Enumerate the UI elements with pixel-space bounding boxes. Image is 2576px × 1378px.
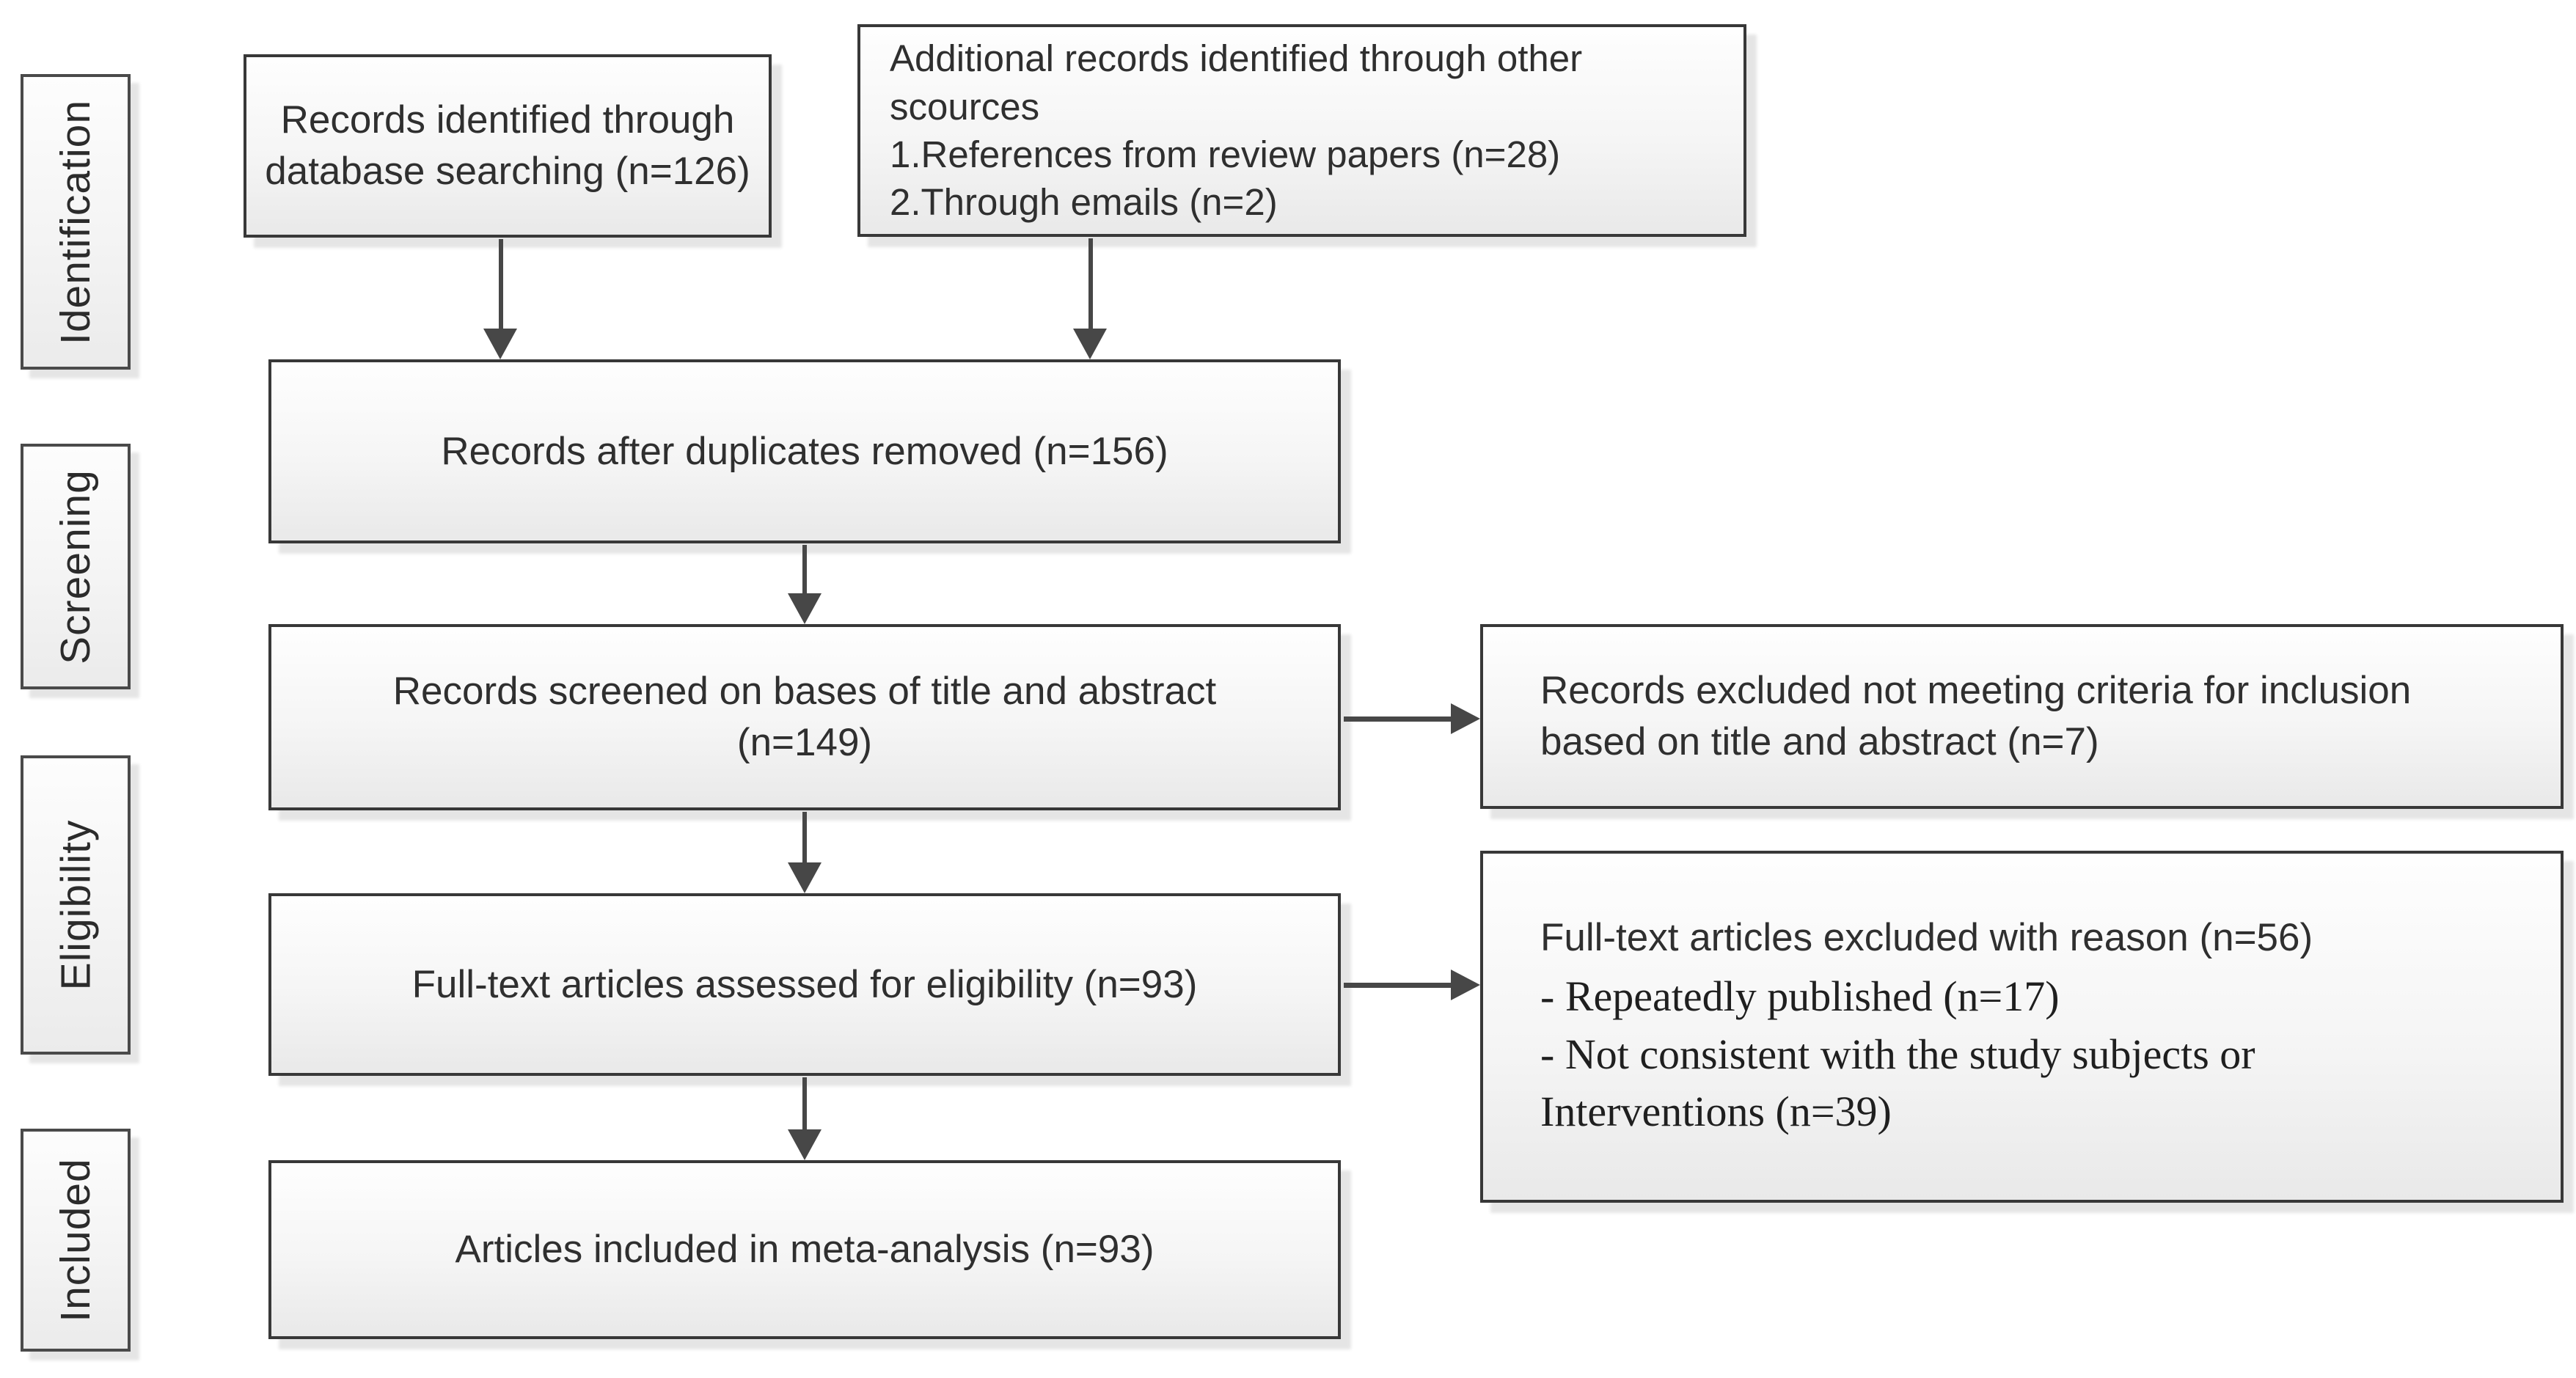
connector-additional-to-duplicates-arrowhead-icon (1073, 329, 1107, 359)
box-additional-records-line2: 1.References from review papers (n=28) (890, 133, 1561, 175)
box-articles-included: Articles included in meta-analysis (n=93… (268, 1160, 1341, 1339)
box-duplicates-removed: Records after duplicates removed (n=156) (268, 359, 1341, 543)
stage-label-identification-text: Identification (52, 99, 100, 345)
box-records-excluded-line1: Records excluded not meeting criteria fo… (1540, 669, 2412, 713)
box-fulltext-excluded-heading: Full-text articles excluded with reason … (1540, 915, 2313, 959)
stage-label-identification: Identification (21, 74, 131, 370)
connector-screened-to-fulltext-arrowhead-icon (788, 862, 822, 893)
box-records-screened-line1: Records screened on bases of title and a… (392, 670, 1217, 714)
box-records-identified-line2: database searching (n=126) (265, 150, 750, 193)
connector-duplicates-to-screened-line (802, 545, 807, 596)
box-records-identified-line1: Records identified through (280, 98, 735, 142)
box-additional-records: Additional records identified through ot… (857, 24, 1746, 237)
connector-fulltext-to-included-line (802, 1077, 807, 1130)
box-articles-included-line1: Articles included in meta-analysis (n=93… (455, 1228, 1155, 1272)
box-records-screened: Records screened on bases of title and a… (268, 624, 1341, 810)
connector-fulltext-to-included-arrowhead-icon (788, 1129, 822, 1160)
stage-label-eligibility: Eligibility (21, 755, 131, 1055)
box-fulltext-excluded-reason3: Interventions (n=39) (1540, 1088, 1892, 1136)
connector-identified-to-duplicates-arrowhead-icon (483, 329, 517, 359)
connector-screened-to-fulltext-line (802, 812, 807, 863)
connector-identified-to-duplicates-line (499, 239, 503, 333)
stage-label-eligibility-text: Eligibility (52, 819, 99, 991)
box-records-screened-line2: (n=149) (736, 721, 873, 764)
stage-label-included-text: Included (52, 1158, 100, 1322)
box-fulltext-assessed-line1: Full-text articles assessed for eligibil… (411, 962, 1198, 1006)
box-additional-records-line3: 2.Through emails (n=2) (890, 181, 1278, 224)
connector-screened-to-excluded-arrowhead-icon (1451, 703, 1480, 734)
connector-screened-to-excluded-line (1344, 717, 1452, 722)
box-duplicates-removed-line1: Records after duplicates removed (n=156) (441, 429, 1168, 473)
box-fulltext-excluded: Full-text articles excluded with reason … (1480, 851, 2564, 1203)
stage-label-screening: Screening (21, 444, 131, 689)
connector-additional-to-duplicates-line (1088, 238, 1093, 333)
box-records-identified: Records identified through database sear… (244, 54, 772, 238)
box-records-excluded: Records excluded not meeting criteria fo… (1480, 624, 2564, 809)
stage-label-screening-text: Screening (52, 469, 100, 664)
box-fulltext-excluded-reason1: - Repeatedly published (n=17) (1540, 972, 2060, 1020)
stage-label-included: Included (21, 1129, 131, 1352)
box-fulltext-excluded-reason2: - Not consistent with the study subjects… (1540, 1030, 2255, 1078)
connector-fulltext-to-excluded-line (1344, 983, 1452, 988)
box-fulltext-assessed: Full-text articles assessed for eligibil… (268, 893, 1341, 1076)
box-records-excluded-line2: based on title and abstract (n=7) (1540, 720, 2099, 763)
connector-fulltext-to-excluded-arrowhead-icon (1451, 970, 1480, 1000)
connector-duplicates-to-screened-arrowhead-icon (788, 593, 822, 624)
box-additional-records-line1: Additional records identified through ot… (890, 37, 1583, 128)
